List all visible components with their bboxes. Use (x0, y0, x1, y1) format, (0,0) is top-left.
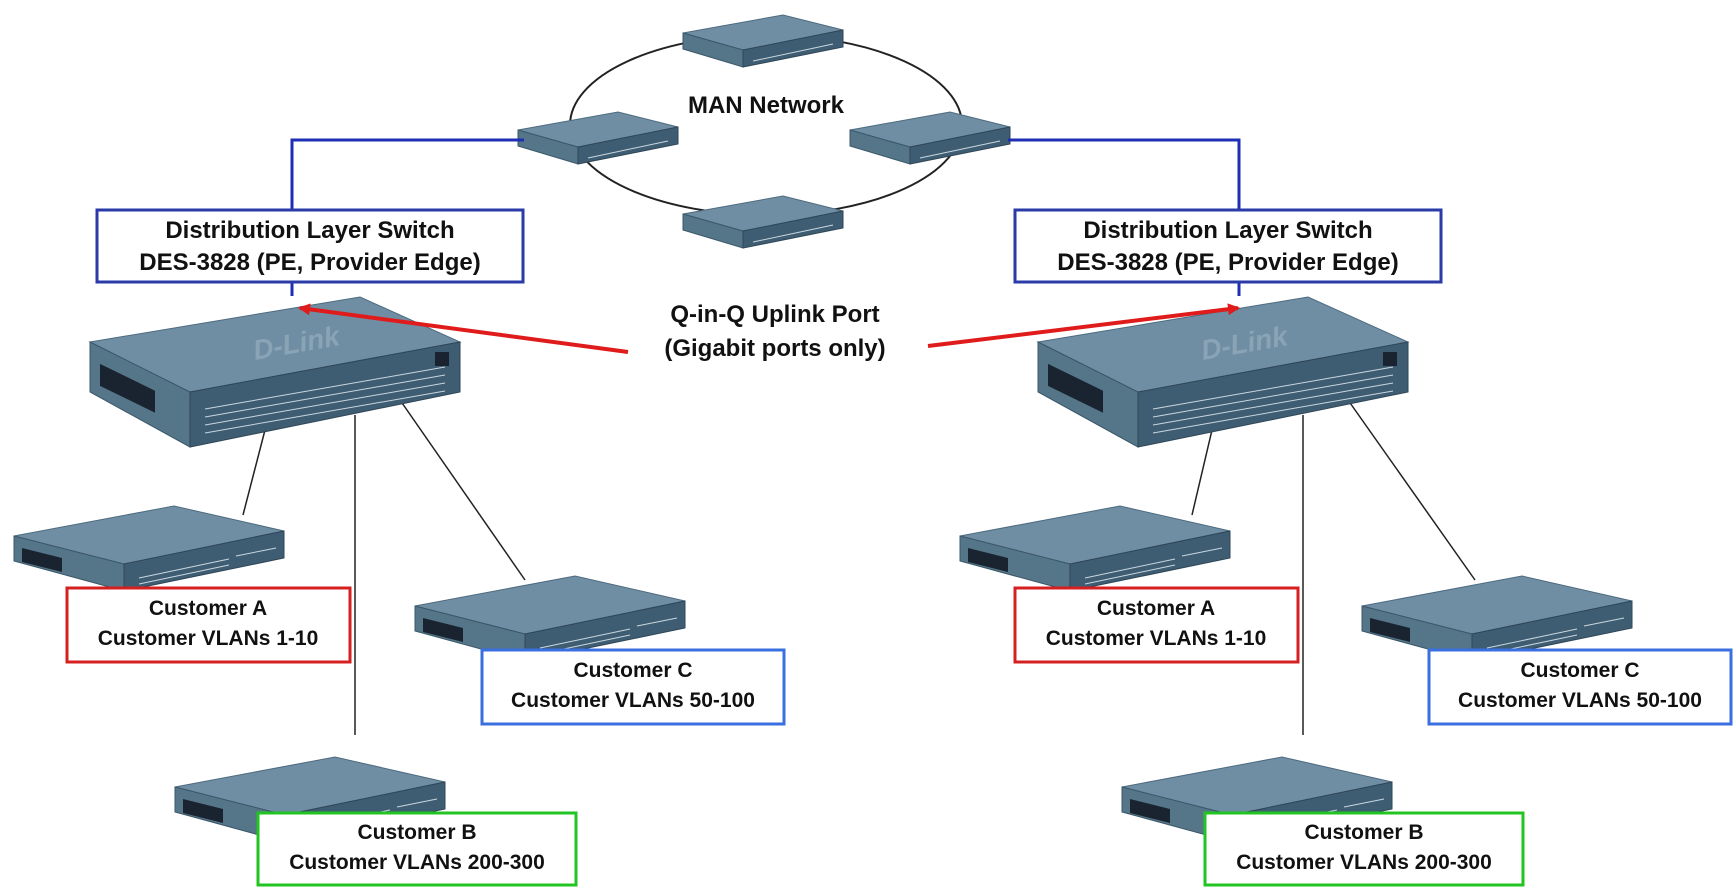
uplink-arrow-left (298, 303, 629, 354)
customer-name: Customer A (149, 597, 267, 620)
uplink-port-note: (Gigabit ports only) (664, 335, 885, 362)
customer-name: Customer A (1097, 597, 1215, 620)
man-network-label: MAN Network (688, 92, 845, 119)
customer-vlans: Customer VLANs 50-100 (511, 689, 755, 712)
customer-a-box-left: Customer A Customer VLANs 1-10 (65, 586, 352, 664)
customer-vlans: Customer VLANs 200-300 (289, 851, 545, 874)
customer-name: Customer B (357, 821, 476, 844)
customer-c-box-left: Customer C Customer VLANs 50-100 (480, 648, 786, 726)
distribution-title: Distribution Layer Switch (165, 217, 454, 244)
uplink-port-label: Q-in-Q Uplink Port (670, 301, 879, 328)
access-links (242, 399, 1476, 735)
customer-c-box-right: Customer C Customer VLANs 50-100 (1427, 648, 1733, 726)
access-switch-a-right (959, 505, 1231, 592)
customer-name: Customer C (573, 659, 692, 682)
distribution-switch-left: D-Link (89, 296, 461, 448)
distribution-box-left: Distribution Layer Switch DES-3828 (PE, … (95, 208, 525, 284)
customer-vlans: Customer VLANs 1-10 (98, 627, 319, 650)
man-switch-top (682, 14, 844, 68)
customer-a-box-right: Customer A Customer VLANs 1-10 (1013, 586, 1300, 664)
customer-b-box-right: Customer B Customer VLANs 200-300 (1203, 811, 1525, 887)
customer-vlans: Customer VLANs 50-100 (1458, 689, 1702, 712)
customer-vlans: Customer VLANs 200-300 (1236, 851, 1492, 874)
access-switch-a-left (13, 505, 285, 592)
distribution-box-right: Distribution Layer Switch DES-3828 (PE, … (1013, 208, 1443, 284)
access-switch-c-right (1361, 575, 1633, 662)
distribution-model: DES-3828 (PE, Provider Edge) (139, 249, 480, 276)
man-switch-left (517, 111, 679, 165)
uplink-line-right (1008, 138, 1241, 210)
customer-name: Customer C (1520, 659, 1639, 682)
man-switch-right (849, 111, 1011, 165)
customer-name: Customer B (1304, 821, 1423, 844)
distribution-title: Distribution Layer Switch (1083, 217, 1372, 244)
distribution-model: DES-3828 (PE, Provider Edge) (1057, 249, 1398, 276)
man-switch-bottom (682, 195, 844, 249)
uplink-line-left (290, 138, 524, 210)
uplink-arrow-right (927, 303, 1240, 348)
customer-b-box-left: Customer B Customer VLANs 200-300 (256, 811, 578, 887)
access-switch-c-left (414, 575, 686, 662)
customer-vlans: Customer VLANs 1-10 (1046, 627, 1267, 650)
distribution-switch-right: D-Link (1037, 296, 1409, 448)
